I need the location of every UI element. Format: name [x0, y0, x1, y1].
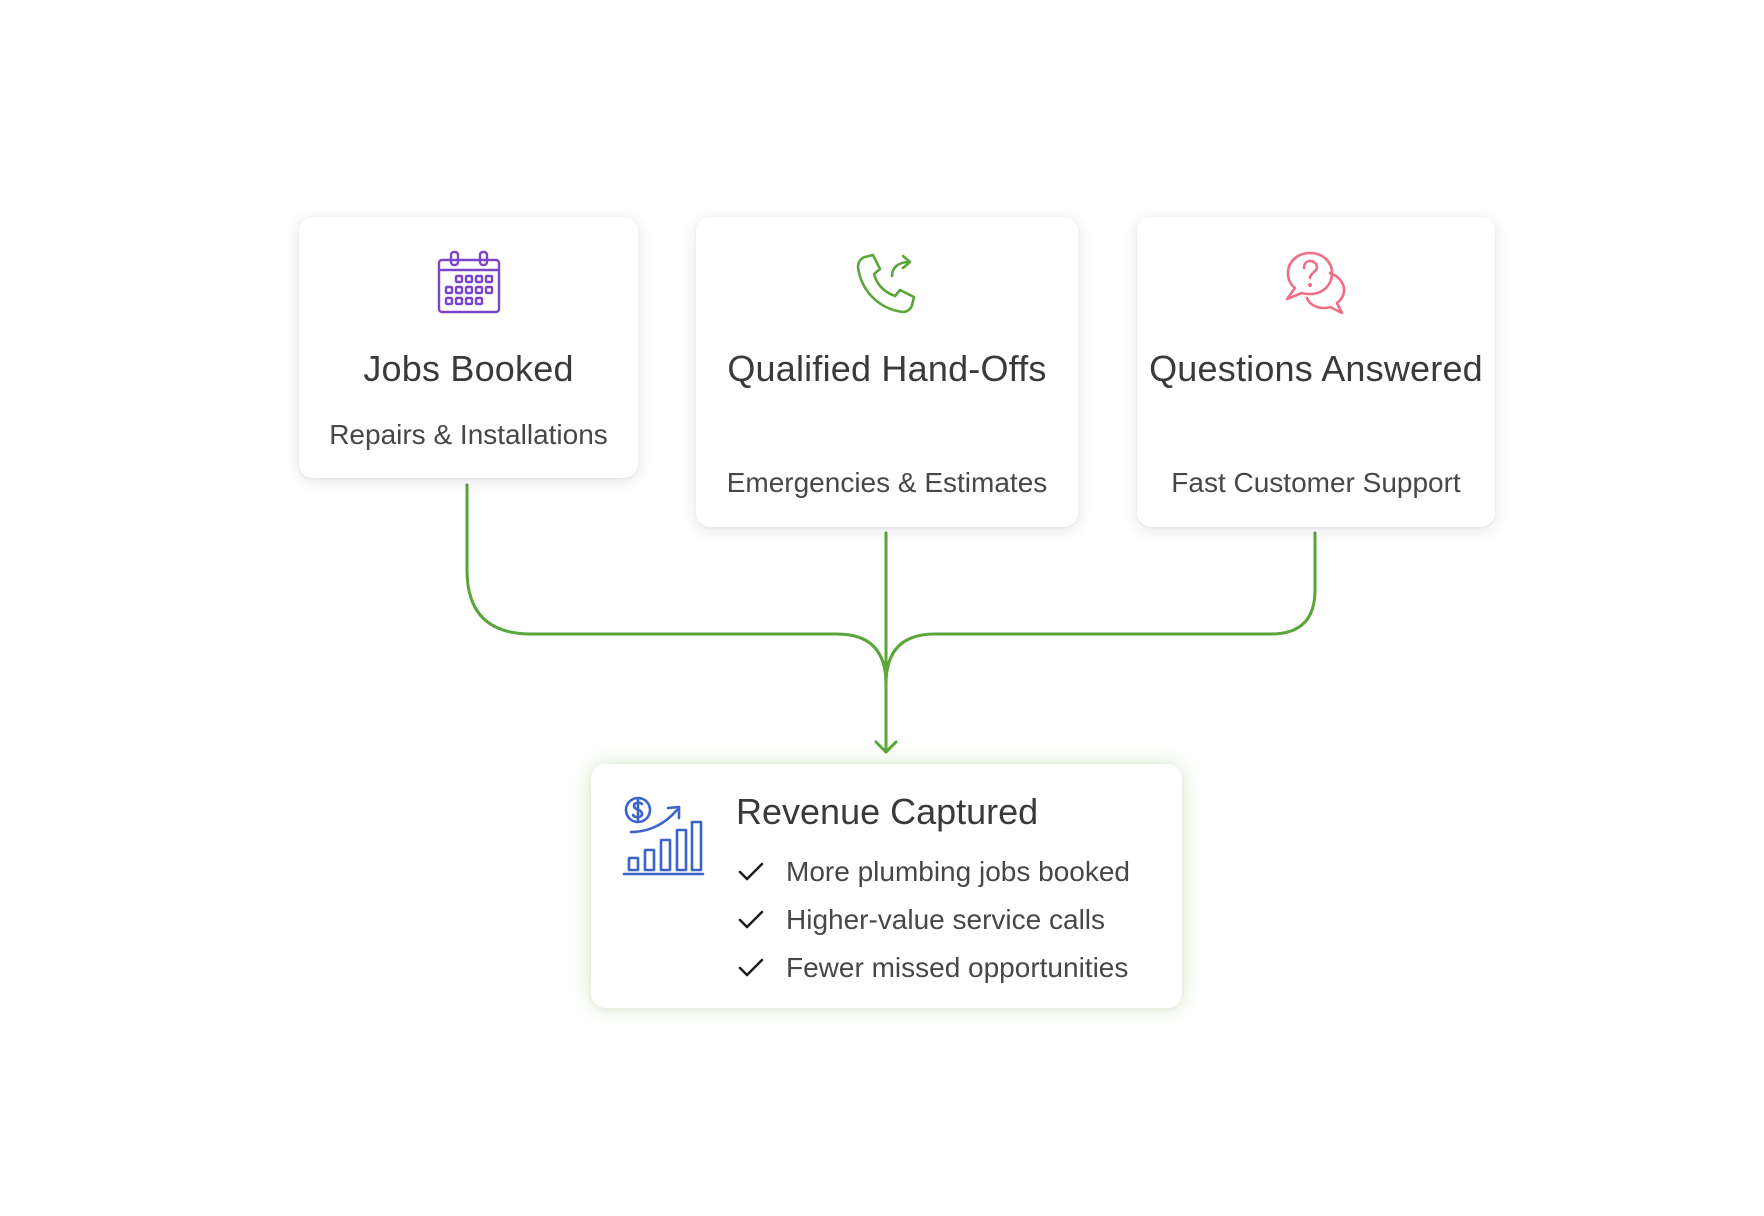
connector-arrowhead	[874, 740, 898, 754]
list-item: More plumbing jobs booked	[736, 848, 1130, 896]
list-item-text: Fewer missed opportunities	[786, 952, 1129, 983]
phone-forward-icon	[851, 247, 923, 319]
card-subtitle: Repairs & Installations	[329, 419, 608, 450]
connector-jobs	[465, 483, 888, 686]
list-item-text: More plumbing jobs booked	[786, 856, 1130, 887]
calendar-icon	[433, 247, 505, 319]
card-revenue-captured: Revenue Captured More plumbing jobs book…	[591, 764, 1182, 1008]
check-icon	[736, 857, 766, 887]
list-item: Higher-value service calls	[736, 896, 1130, 944]
list-item-text: Higher-value service calls	[786, 904, 1106, 935]
benefit-list: More plumbing jobs booked Higher-value s…	[736, 848, 1130, 992]
card-subtitle: Fast Customer Support	[1171, 467, 1461, 498]
connector-questions	[884, 531, 1317, 686]
card-qualified-hand-offs: Qualified Hand-Offs Emergencies & Estima…	[696, 217, 1078, 527]
check-icon	[736, 953, 766, 983]
card-title: Jobs Booked	[363, 348, 574, 389]
revenue-growth-icon	[621, 794, 705, 878]
card-subtitle: Emergencies & Estimates	[726, 467, 1048, 498]
card-title: Qualified Hand-Offs	[727, 348, 1047, 389]
card-jobs-booked: Jobs Booked Repairs & Installations	[299, 217, 638, 478]
result-title: Revenue Captured	[736, 791, 1039, 832]
card-questions-answered: Questions Answered Fast Customer Support	[1137, 217, 1495, 527]
list-item: Fewer missed opportunities	[736, 944, 1130, 992]
check-icon	[736, 905, 766, 935]
question-chat-icon	[1280, 247, 1352, 319]
card-title: Questions Answered	[1149, 348, 1483, 389]
